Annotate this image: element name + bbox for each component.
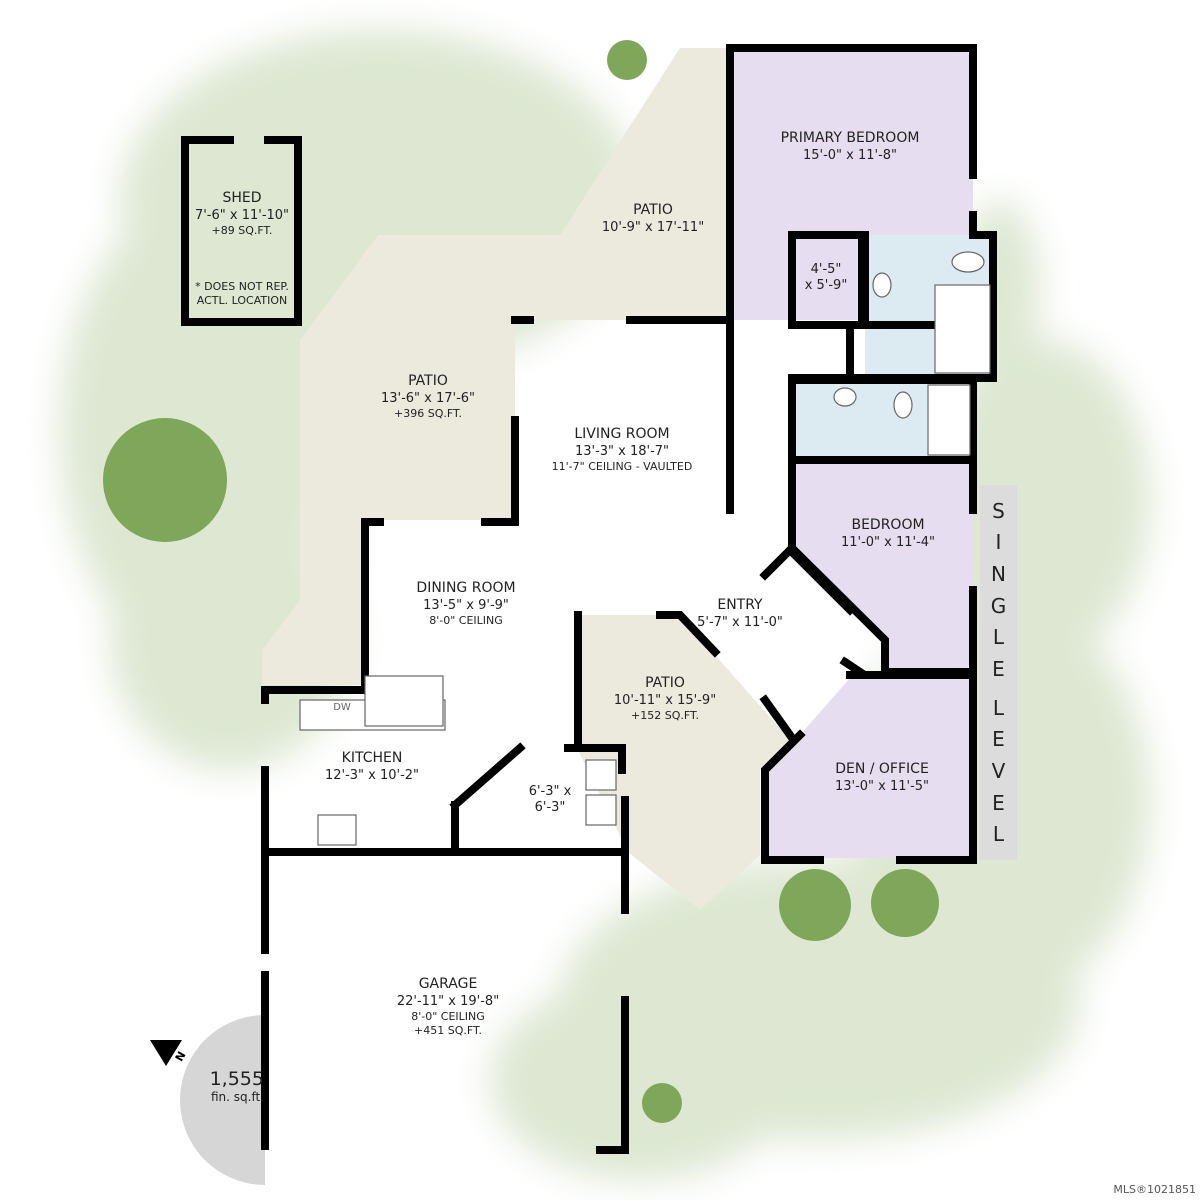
- room-closet: 4'-5"x 5'-9": [805, 262, 848, 295]
- fixtures: [299, 251, 991, 846]
- room-dims: 13'-3" x 18'-7": [574, 443, 670, 459]
- finished-sqft: 1,555 fin. sq.ft.: [158, 1068, 264, 1104]
- level-letter: E: [992, 656, 1005, 681]
- north-arrow-icon: [150, 1040, 182, 1066]
- den-floor: [765, 678, 973, 858]
- room-ceiling: 11'-7" CEILING - VAULTED: [551, 459, 693, 473]
- shed-note-line: ACTL. LOCATION: [196, 293, 288, 307]
- room-name: DEN / OFFICE: [835, 761, 929, 777]
- room-dims: 6'-3" x: [528, 784, 572, 799]
- tree-icon: [871, 869, 939, 937]
- room-dims: 10'-11" x 15'-9": [613, 692, 717, 708]
- room-ceiling: 8'-0" CEILING: [411, 1009, 485, 1023]
- patio-top-left: [262, 48, 728, 685]
- room-dims: 11'-0" x 11'-4": [840, 534, 936, 550]
- level-letter: I: [995, 530, 1002, 555]
- stove: [317, 814, 357, 846]
- room-dims: x 5'-9": [804, 278, 848, 294]
- shed-note: * DOES NOT REP.ACTL. LOCATION: [195, 280, 289, 308]
- sqft-value: 1,555: [209, 1068, 264, 1090]
- foliage-background: [60, 30, 1150, 1180]
- room-dims: 13'-5" x 9'-9": [423, 597, 509, 613]
- room-area: +451 SQ.FT.: [414, 1023, 482, 1037]
- room-name: KITCHEN: [341, 750, 403, 766]
- bedroom-floor: [793, 462, 973, 670]
- level-letter: G: [990, 593, 1007, 618]
- tree-icon: [103, 418, 227, 542]
- room-name: BEDROOM: [851, 517, 925, 533]
- tree-icon: [607, 40, 647, 80]
- level-letter: L: [992, 822, 1005, 847]
- toilet-1: [951, 251, 985, 273]
- shed-note-line: * DOES NOT REP.: [195, 280, 289, 293]
- room-name: PATIO: [633, 202, 673, 218]
- level-letter: L: [992, 695, 1005, 720]
- level-letter: E: [992, 727, 1005, 752]
- level-letter: N: [991, 561, 1006, 586]
- washer: [585, 759, 617, 791]
- room-name: PATIO: [645, 675, 685, 691]
- room-dims: 6'-3": [534, 800, 566, 816]
- tree-icon: [642, 1083, 682, 1123]
- room-name: LIVING ROOM: [574, 426, 670, 442]
- sqft-unit: fin. sq.ft.: [210, 1090, 264, 1104]
- dryer: [585, 794, 617, 826]
- room-name: PATIO: [408, 373, 448, 389]
- tree-icon: [779, 869, 851, 941]
- room-dims: 10'-9" x 17'-11": [601, 219, 705, 235]
- room-ceiling: 8'-0" CEILING: [429, 613, 503, 627]
- bathtub-1: [934, 284, 991, 374]
- room-name: DINING ROOM: [416, 580, 516, 596]
- room-area: +396 SQ.FT.: [394, 406, 462, 420]
- room-dims: 22'-11" x 19'-8": [396, 993, 500, 1009]
- mls-watermark: MLS®1021851: [1113, 1183, 1196, 1196]
- dishwasher-label: DW: [333, 702, 351, 713]
- room-name: SHED: [222, 190, 262, 206]
- level-letter: L: [992, 625, 1005, 650]
- bathtub-2: [927, 384, 971, 456]
- sink-1: [872, 272, 892, 298]
- room-name: ENTRY: [717, 597, 763, 613]
- kitchen-island: [364, 675, 444, 727]
- room-area: +152 SQ.FT.: [631, 708, 699, 722]
- room-dims: 5'-7" x 11'-0": [697, 614, 783, 630]
- level-letter: S: [992, 498, 1005, 523]
- toilet-2: [893, 391, 913, 419]
- level-letter: V: [991, 758, 1006, 783]
- room-dims: 7'-6" x 11'-10": [194, 207, 290, 223]
- tree-icons: [103, 40, 939, 1123]
- room-dims: 4'-5": [810, 262, 842, 277]
- single-level-label: S I N G L E L E V E L: [980, 485, 1017, 860]
- patio-middle: [578, 615, 790, 910]
- sink-2: [833, 387, 857, 407]
- room-name: GARAGE: [418, 976, 478, 992]
- room-name: PRIMARY BEDROOM: [780, 130, 920, 146]
- room-area: +89 SQ.FT.: [211, 223, 273, 237]
- room-dims: 13'-0" x 11'-5": [834, 778, 930, 794]
- room-dims: 15'-0" x 11'-8": [802, 147, 898, 163]
- room-dims: 13'-6" x 17'-6": [380, 390, 476, 406]
- room-dims: 12'-3" x 10'-2": [324, 767, 420, 783]
- level-letter: E: [992, 790, 1005, 815]
